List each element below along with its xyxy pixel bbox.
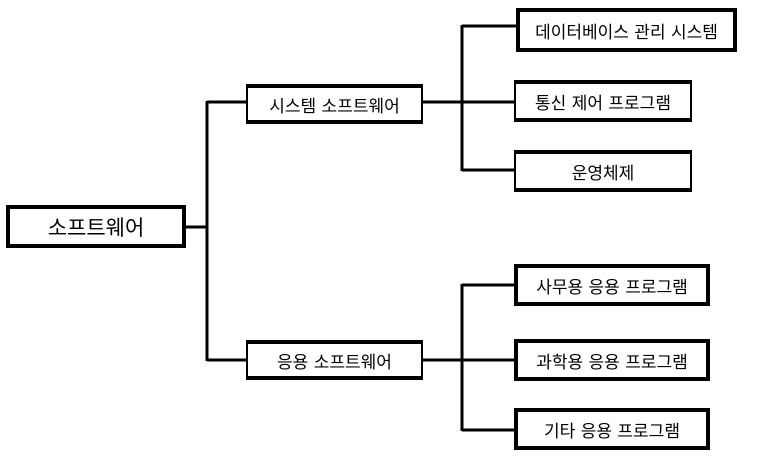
leaf-node-other-application: 기타 응용 프로그램	[514, 408, 710, 450]
leaf-node-label: 운영체제	[571, 163, 635, 184]
leaf-node-label: 과학용 응용 프로그램	[536, 352, 688, 373]
root-node-label: 소프트웨어	[47, 215, 145, 240]
leaf-node-office-application: 사무용 응용 프로그램	[514, 264, 710, 306]
system-software-node: 시스템 소프트웨어	[246, 84, 423, 124]
leaf-node-operating-system: 운영체제	[514, 150, 692, 192]
leaf-node-scientific-application: 과학용 응용 프로그램	[514, 339, 710, 381]
application-software-label: 응용 소프트웨어	[277, 352, 392, 373]
application-software-node: 응용 소프트웨어	[246, 340, 423, 380]
leaf-node-database-management: 데이터베이스 관리 시스템	[516, 8, 737, 52]
leaf-node-label: 데이터베이스 관리 시스템	[535, 22, 718, 43]
leaf-node-label: 통신 제어 프로그램	[535, 93, 671, 114]
leaf-node-label: 기타 응용 프로그램	[544, 421, 680, 442]
leaf-node-label: 사무용 응용 프로그램	[536, 277, 688, 298]
system-software-label: 시스템 소프트웨어	[269, 96, 400, 117]
leaf-node-communication-control: 통신 제어 프로그램	[514, 80, 692, 122]
root-node: 소프트웨어	[6, 205, 186, 248]
